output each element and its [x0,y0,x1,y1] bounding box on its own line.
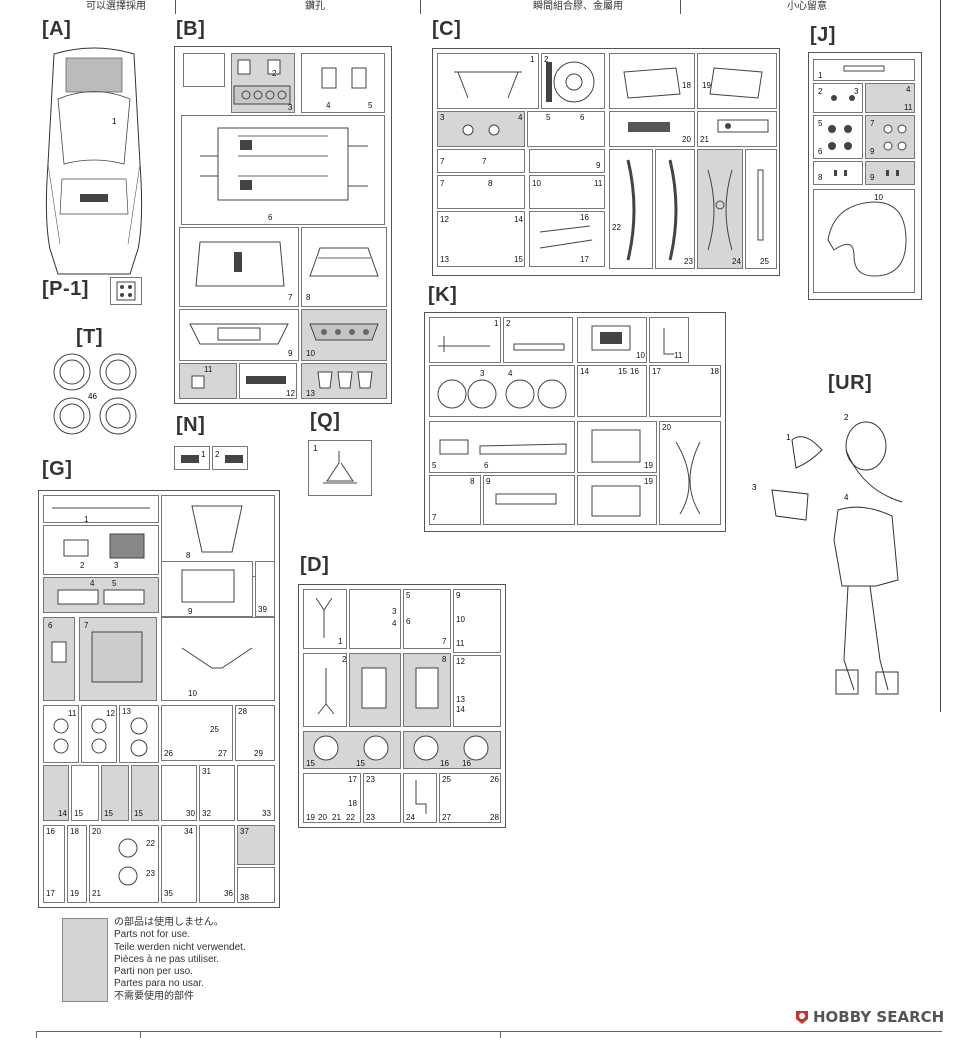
sprue-g-label: [G] [42,458,73,480]
svg-text:2: 2 [844,413,849,422]
header-text-drill: 鑽孔 [305,1,325,12]
sprue-t-label: [T] [76,326,104,348]
body-shell-drawing: 1 [45,47,143,275]
sprue-p1-label: [P-1] [42,278,89,300]
hobby-search-logo-icon [796,1011,808,1024]
legend-line-es: Partes para no usar. [114,978,205,990]
sprue-n-label: [N] [176,414,206,436]
sprue-q-label: [Q] [310,410,341,432]
sprue-a-label: [A] [42,18,72,40]
sprue-j-label: [J] [810,24,836,46]
svg-text:1: 1 [786,433,791,442]
watermark: HOBBY SEARCH [794,1008,944,1026]
header-text-optional: 可以選擇採用 [86,1,146,12]
watermark-text: HOBBY SEARCH [813,1008,945,1026]
figure-drawing: 1 2 3 4 [752,413,903,695]
legend-line-fr: Pièces à ne pas utiliser. [114,953,220,965]
tire-set-drawing: 46 [53,353,137,435]
sprue-k-label: [K] [428,284,458,306]
unused-parts-swatch [62,918,108,1002]
sprue-b-label: [B] [176,18,206,40]
legend-line-en: Parts not for use. [114,929,191,941]
tire-part-number: 46 [88,392,97,401]
sprue-d-label: [D] [300,554,330,576]
legend-line-ja: の部品は使用しません。 [114,917,224,928]
sprue-ur-label: [UR] [828,372,873,394]
page-border [940,0,941,712]
legend-line-it: Parti non per uso. [114,966,193,978]
n-part-2: 2 [212,446,248,470]
unused-parts-legend: の部品は使用しません。 Parts not for use. Teile wer… [114,917,246,1003]
header-text-glue: 瞬間組合膠、金屬用 [533,1,623,12]
n-part-1: 1 [174,446,210,470]
legend-line-de: Teile werden nicht verwendet. [114,941,246,953]
svg-text:1: 1 [112,117,117,126]
bottom-rule [36,1031,942,1032]
sprue-c-label: [C] [432,18,462,40]
header-text-caution: 小心留意 [787,1,827,12]
svg-text:3: 3 [752,483,757,492]
p1-part [110,277,142,305]
svg-text:4: 4 [844,493,849,502]
legend-line-zh: 不需要使用的部件 [114,990,194,1002]
q-part-1: 1 [308,440,372,496]
header-strip: 可以選擇採用 鑽孔 瞬間組合膠、金屬用 小心留意 [0,0,954,14]
